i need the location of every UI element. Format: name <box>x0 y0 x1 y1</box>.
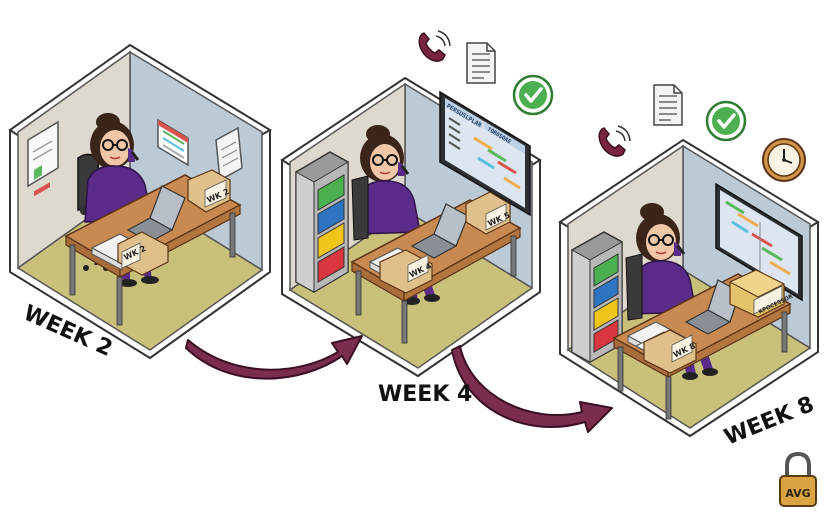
checkmark-icon <box>512 74 554 116</box>
cubicle-week-2: WK 2 WK 2 <box>8 43 272 360</box>
laptop-icon <box>410 203 469 259</box>
wall-chart-poster <box>27 120 59 197</box>
lock-icon: AVG <box>779 451 817 507</box>
avg-badge-text: AVG <box>785 487 810 500</box>
cubicle-week-4: PERSUSLPLAR TOROSOAE <box>280 76 542 378</box>
progress-arrow-1 <box>185 335 363 380</box>
box-front-week-2: WK 2 <box>117 231 169 276</box>
clock-icon <box>762 138 806 182</box>
wall-memo-document <box>215 126 243 182</box>
worker-week-4 <box>351 125 440 305</box>
week-8-label: WEEK 8 <box>721 392 818 451</box>
filing-cabinet-1 <box>295 151 349 293</box>
box-back-week-4: WK 5 <box>465 191 512 235</box>
calendar-icon <box>157 118 189 167</box>
box-front-week-4: WK 4 <box>379 249 433 294</box>
phone-ringing-icon <box>418 30 451 62</box>
filing-cabinet-2 <box>571 231 623 363</box>
cubicle-week-8: WK 8 KPOCESSOR <box>558 138 820 438</box>
checkmark-icon <box>705 100 747 142</box>
document-icon <box>653 84 683 126</box>
wall-monitor-schedule: PERSUSLPLAR TOROSOAE <box>439 90 531 217</box>
box-front-week-8: WK 8 <box>643 329 697 374</box>
week-4-label: WEEK 4 <box>378 382 472 407</box>
box-back-week-2: WK 2 <box>187 169 231 213</box>
wall-monitor-gantt <box>715 182 803 302</box>
progress-arrow-2 <box>451 345 613 433</box>
phone-ringing-icon <box>598 125 631 157</box>
document-icon <box>466 42 496 84</box>
